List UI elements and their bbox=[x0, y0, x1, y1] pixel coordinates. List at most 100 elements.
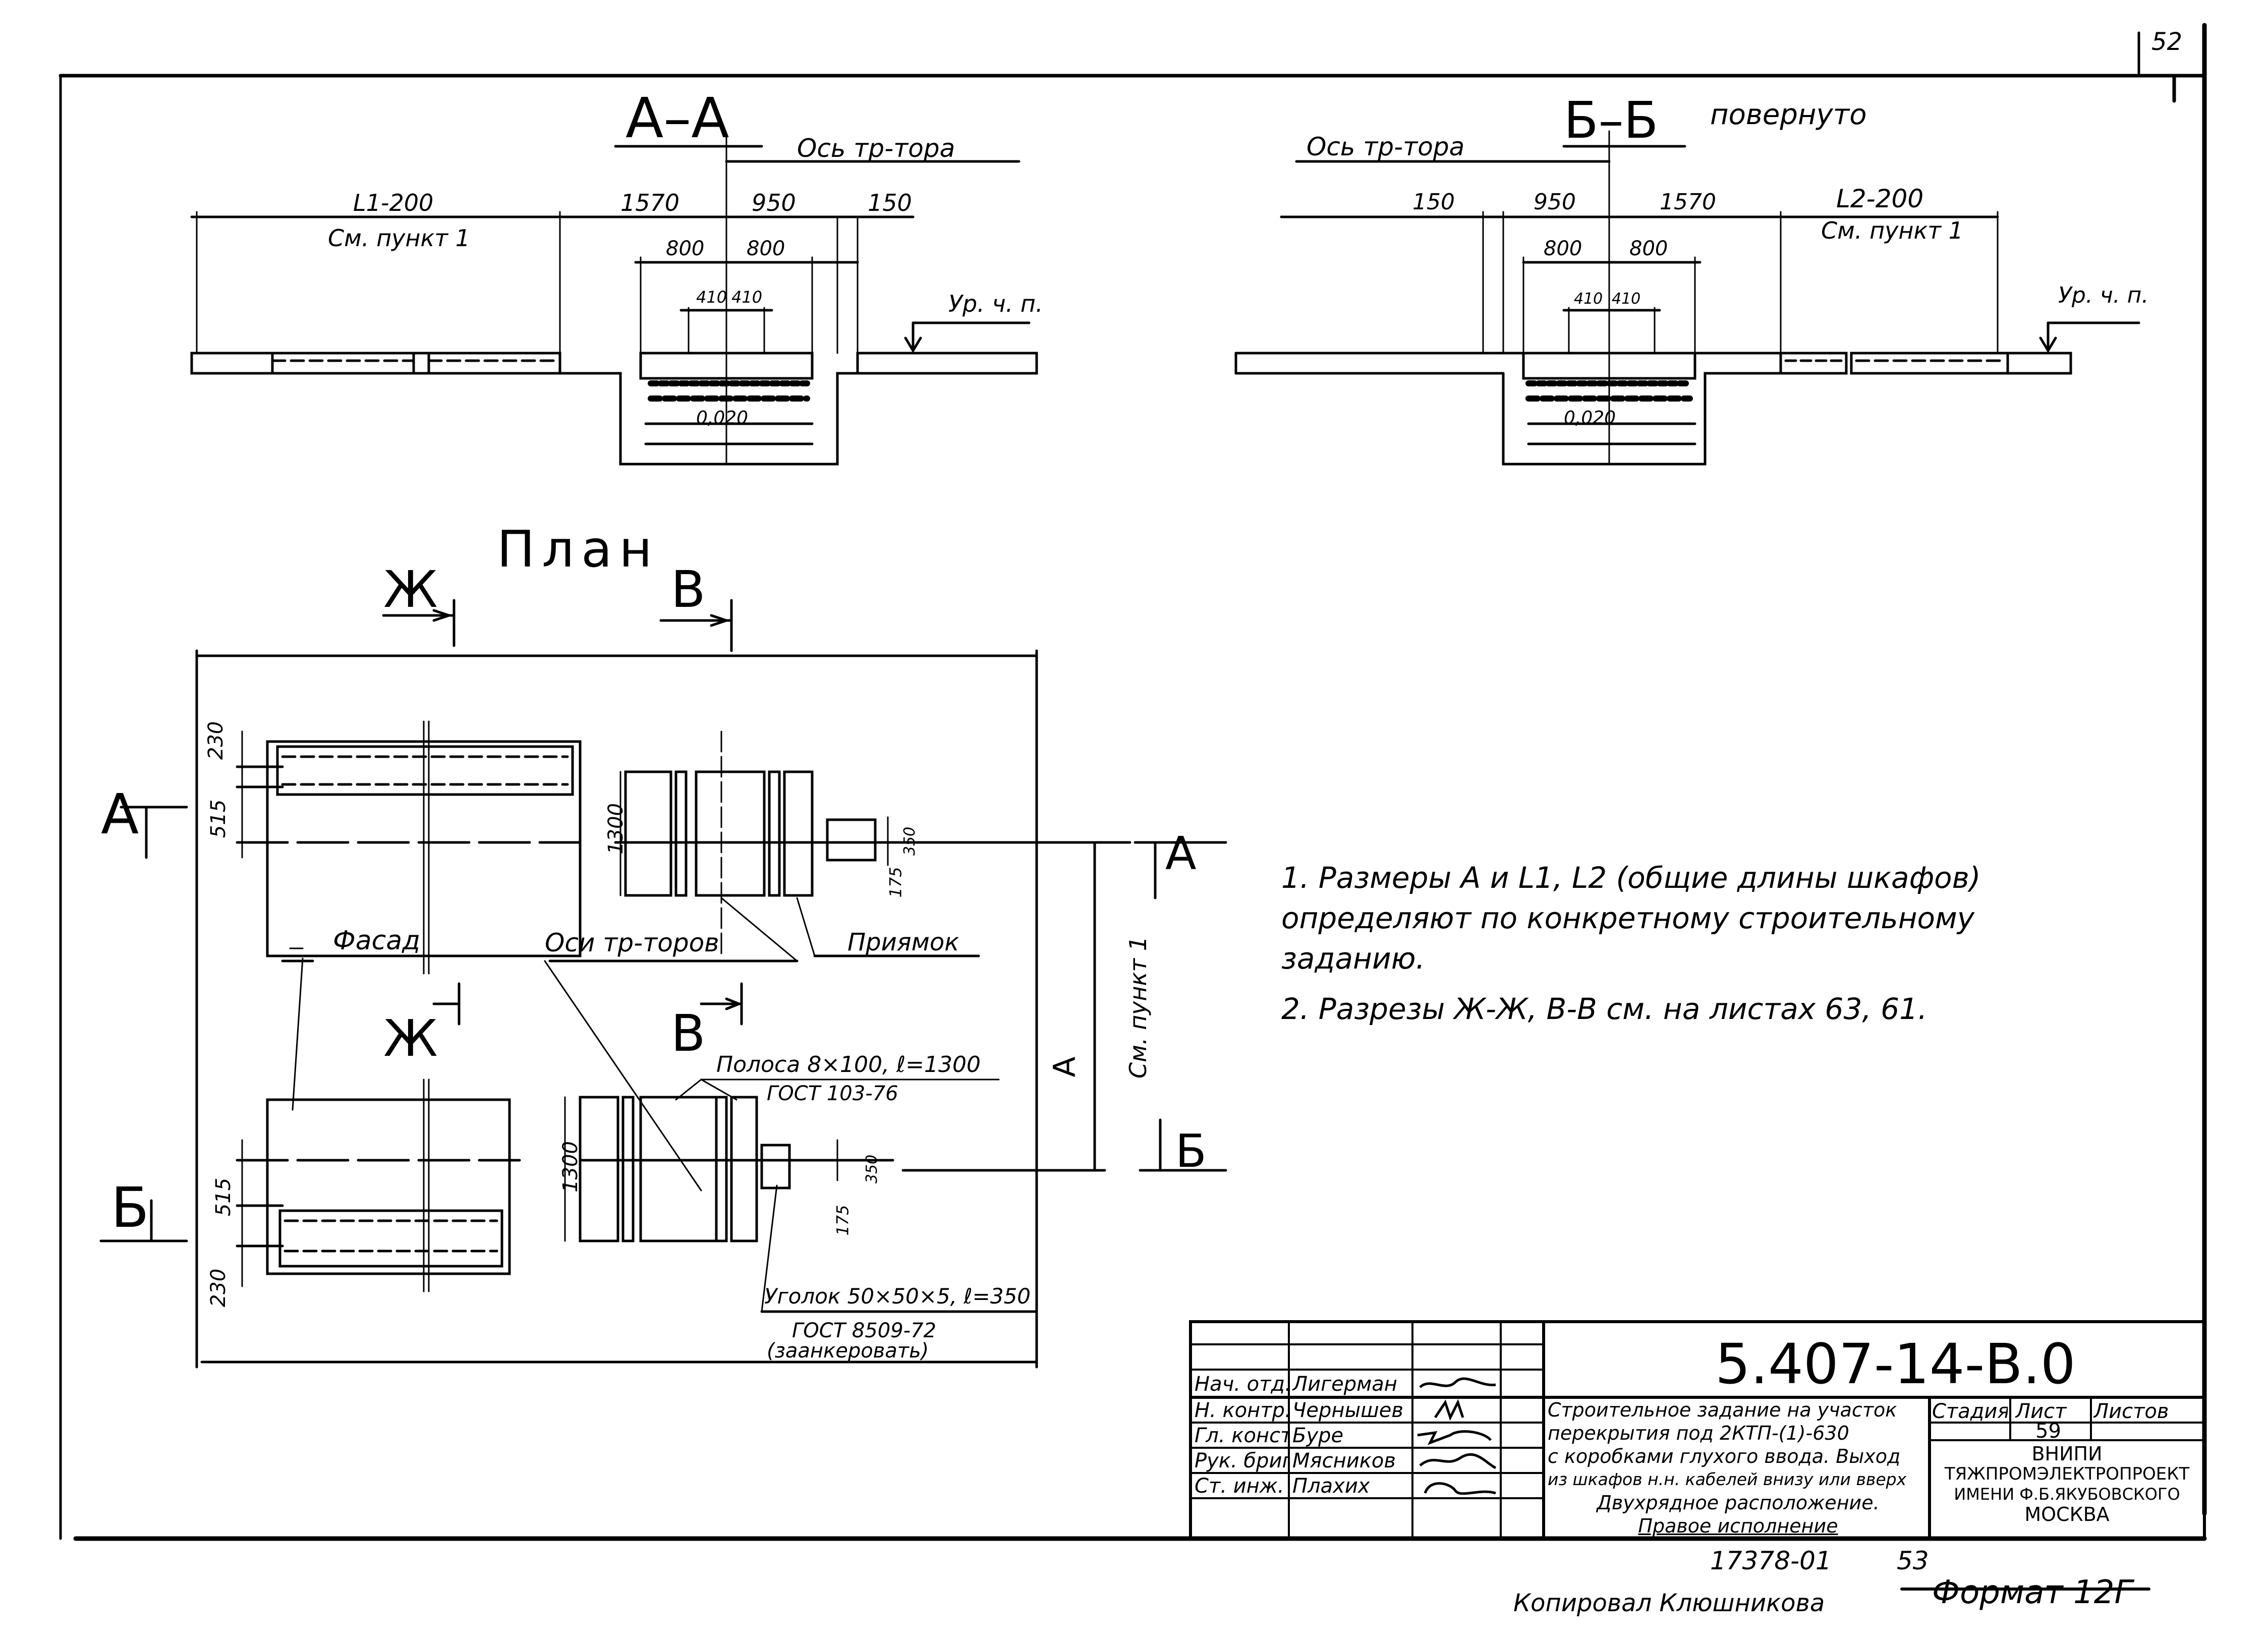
role-name: Чернышев bbox=[1292, 1399, 1403, 1422]
role-label: Нач. отд. bbox=[1195, 1373, 1288, 1395]
dim-l1: L1-200 bbox=[353, 189, 434, 216]
description-line: из шкафов н.н. кабелей внизу или вверх bbox=[1548, 1469, 1907, 1489]
dim-515-bottom: 515 bbox=[212, 1177, 236, 1217]
elevation: 0,020 bbox=[696, 408, 749, 428]
label-angle-2: ГОСТ 8509-72 bbox=[792, 1319, 936, 1342]
elevation: 0,020 bbox=[1564, 408, 1616, 428]
label-pit: Приямок bbox=[847, 928, 959, 956]
label-strip-1: Полоса 8×100, ℓ=1300 bbox=[716, 1052, 981, 1078]
dim-800-left: 800 bbox=[1544, 237, 1582, 260]
sheet-frame bbox=[59, 23, 2207, 1541]
copied-by: Копировал Клюшникова bbox=[1513, 1589, 1825, 1617]
role-label: Рук. бриг. bbox=[1195, 1450, 1288, 1472]
cut-a-right: А bbox=[1165, 827, 1197, 880]
org-line: ТЯЖПРОМЭЛЕКТРОПРОЕКТ bbox=[1944, 1464, 2190, 1484]
dim-230-top: 230 bbox=[204, 721, 228, 760]
dim-950: 950 bbox=[1534, 189, 1576, 215]
dim-350-bottom: 350 bbox=[863, 1154, 881, 1184]
section-bb-drawing bbox=[1234, 130, 2140, 466]
label-axes: Оси тр-торов bbox=[545, 928, 719, 957]
level-label: Ур. ч. п. bbox=[948, 290, 1043, 317]
dim-410-left: 410 bbox=[696, 288, 727, 307]
dim-175-top: 175 bbox=[886, 867, 905, 898]
plan-title: План bbox=[497, 520, 659, 579]
sheet-value: 59 bbox=[2035, 1420, 2061, 1442]
cut-zh-bottom: Ж bbox=[383, 1009, 438, 1068]
role-name: Буре bbox=[1292, 1425, 1344, 1447]
signature-icon bbox=[1424, 1482, 1496, 1495]
signature-icon bbox=[1434, 1399, 1464, 1421]
dim-l2: L2-200 bbox=[1836, 184, 1924, 213]
archive-number: 17378-01 bbox=[1710, 1546, 1832, 1575]
note-2: 2. Разрезы Ж-Ж, В-В см. на листах 63, 61… bbox=[1281, 992, 1927, 1026]
dim-410-left: 410 bbox=[1574, 290, 1603, 308]
page-number: 52 bbox=[2151, 28, 2183, 56]
description-line: Правое исполнение bbox=[1638, 1515, 1838, 1537]
cut-b-right: Б bbox=[1175, 1125, 1207, 1178]
section-bb-axis-label: Ось тр-тора bbox=[1307, 132, 1465, 161]
role-label: Гл. констр. bbox=[1195, 1425, 1288, 1447]
signatures bbox=[1417, 1377, 1497, 1495]
label-facade: Фасад bbox=[333, 926, 421, 956]
dim-515-top: 515 bbox=[207, 799, 231, 838]
description-line: перекрытия под 2КТП-(1)-630 bbox=[1548, 1422, 1849, 1444]
dim-ref: См. пункт 1 bbox=[1821, 217, 1963, 244]
org-line: ВНИПИ bbox=[2031, 1443, 2103, 1465]
section-aa-drawing bbox=[190, 135, 1038, 466]
doc-code: 5.407-14-В.0 bbox=[1715, 1332, 2076, 1396]
plan-drawing bbox=[99, 599, 1227, 1369]
label-strip-2: ГОСТ 103-76 bbox=[767, 1082, 898, 1105]
role-name: Лигерман bbox=[1292, 1373, 1397, 1395]
section-aa-axis-label: Ось тр-тора bbox=[797, 134, 955, 163]
section-aa-title: А–А bbox=[626, 86, 729, 150]
role-label: Н. контр. bbox=[1195, 1399, 1288, 1422]
description-line: Двухрядное расположение. bbox=[1597, 1492, 1880, 1514]
signature-icon bbox=[1417, 1430, 1492, 1445]
dim-800-left: 800 bbox=[666, 237, 705, 260]
dim-1570: 1570 bbox=[620, 189, 680, 216]
cut-zh-top: Ж bbox=[383, 560, 438, 619]
org-line: ИМЕНИ Ф.Б.ЯКУБОВСКОГО bbox=[1954, 1485, 2180, 1504]
signature-icon bbox=[1419, 1453, 1497, 1469]
dim-950: 950 bbox=[752, 189, 796, 216]
dim-800-right: 800 bbox=[1629, 237, 1668, 260]
cut-b-left: Б bbox=[111, 1175, 149, 1240]
description: Строительное задание на участок перекрыт… bbox=[1548, 1398, 1929, 1538]
dim-ref: См. пункт 1 bbox=[328, 224, 470, 252]
role-name: Плахих bbox=[1292, 1475, 1370, 1497]
note-1: 1. Размеры А и L1, L2 (общие длины шкафо… bbox=[1281, 861, 1981, 976]
section-bb-title: Б–Б bbox=[1564, 91, 1659, 150]
cut-v-top: В bbox=[671, 560, 706, 619]
dim-350-top: 350 bbox=[901, 826, 919, 856]
dim-1300-bottom: 1300 bbox=[558, 1141, 582, 1193]
col-sheets: Листов bbox=[2093, 1400, 2169, 1423]
dim-175-bottom: 175 bbox=[833, 1205, 853, 1236]
col-stage: Стадия bbox=[1932, 1400, 2008, 1423]
label-angle-1: Уголок 50×50×5, ℓ=350 bbox=[764, 1284, 1031, 1309]
dim-410-right: 410 bbox=[1612, 290, 1641, 308]
dim-a-ref: См. пункт 1 bbox=[1124, 936, 1152, 1079]
dim-a: А bbox=[1047, 1056, 1083, 1078]
org-line: МОСКВА bbox=[2024, 1503, 2110, 1525]
role-name: Мясников bbox=[1292, 1450, 1396, 1472]
dim-150: 150 bbox=[1412, 189, 1455, 215]
dim-410-right: 410 bbox=[731, 288, 763, 307]
title-block-grid bbox=[1189, 1320, 2206, 1591]
col-sheet: Лист bbox=[2015, 1400, 2067, 1423]
role-label: Ст. инж. bbox=[1195, 1475, 1284, 1497]
dim-1300-top: 1300 bbox=[604, 803, 628, 855]
description-line: с коробками глухого ввода. Выход bbox=[1548, 1445, 1901, 1467]
org-block: ВНИПИ ТЯЖПРОМЭЛЕКТРОПРОЕКТ ИМЕНИ Ф.Б.ЯКУ… bbox=[1932, 1444, 2202, 1524]
format-label: Формат 12Г bbox=[1932, 1574, 2133, 1611]
archive-page: 53 bbox=[1897, 1546, 1929, 1575]
cut-v-bottom: В bbox=[671, 1004, 706, 1063]
dim-800-right: 800 bbox=[747, 237, 785, 260]
section-bb-subtitle: повернуто bbox=[1710, 98, 1867, 131]
cut-a-left: А bbox=[101, 782, 139, 846]
dim-150: 150 bbox=[868, 189, 912, 216]
notes: 1. Размеры А и L1, L2 (общие длины шкафо… bbox=[1281, 858, 2078, 1029]
dim-230-bottom: 230 bbox=[207, 1268, 231, 1308]
signature-icon bbox=[1419, 1377, 1496, 1388]
description-line: Строительное задание на участок bbox=[1548, 1399, 1897, 1421]
